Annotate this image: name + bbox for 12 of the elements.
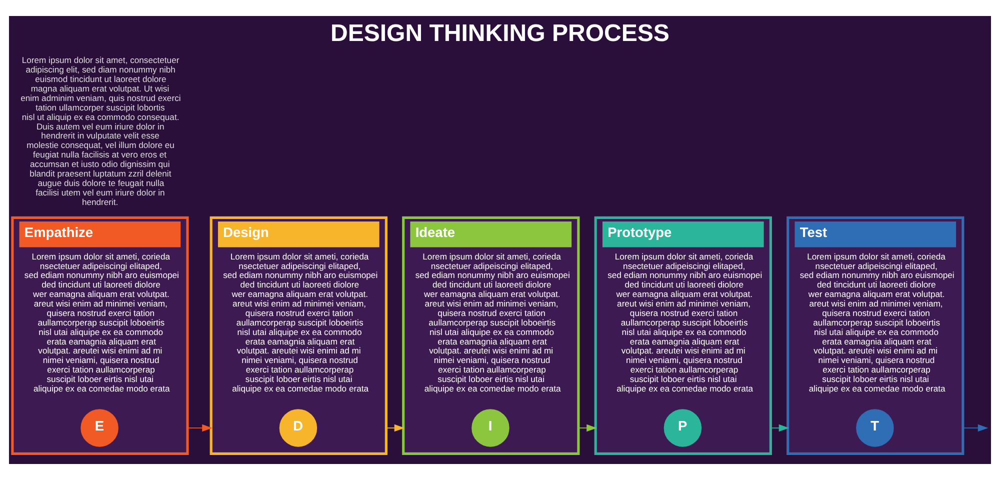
node-circle: T (856, 408, 894, 446)
arrow (578, 424, 597, 432)
node-circle: D (279, 408, 318, 446)
diagram-title: DESIGN THINKING PROCESS (330, 20, 670, 47)
label: Lorem ipsum dolor sit amet, consectetuer adipiscing elit, sed diam nonummy nibh euismod tincidunt ut laoreet dolore magna aliquam erat volutpat. Ut wisi enim adminim veniam, quis nostrud exerci tation ullamcorper suscipit lobortis nisl ut aliquip ex ea commodo consequat. Duis autem vel eum iriure dolor in hendrerit in vulputate velit esse molestie consequat, vel illum dolore eu feugiat nulla facilisis at vero eros et accumsan et iusto odio dignissim qui blandit praesent luptatum zzril delenit augue duis dolore te feugait nulla facilisi utem vel eum iriure dolor in hendrerit. (20, 54, 181, 206)
arrow (770, 424, 790, 432)
node-circle: E (80, 408, 118, 446)
arrow (386, 424, 405, 432)
node-circle: P (664, 408, 702, 446)
arrow (962, 424, 988, 432)
arrow (187, 424, 212, 432)
node-circle: I (472, 408, 510, 446)
